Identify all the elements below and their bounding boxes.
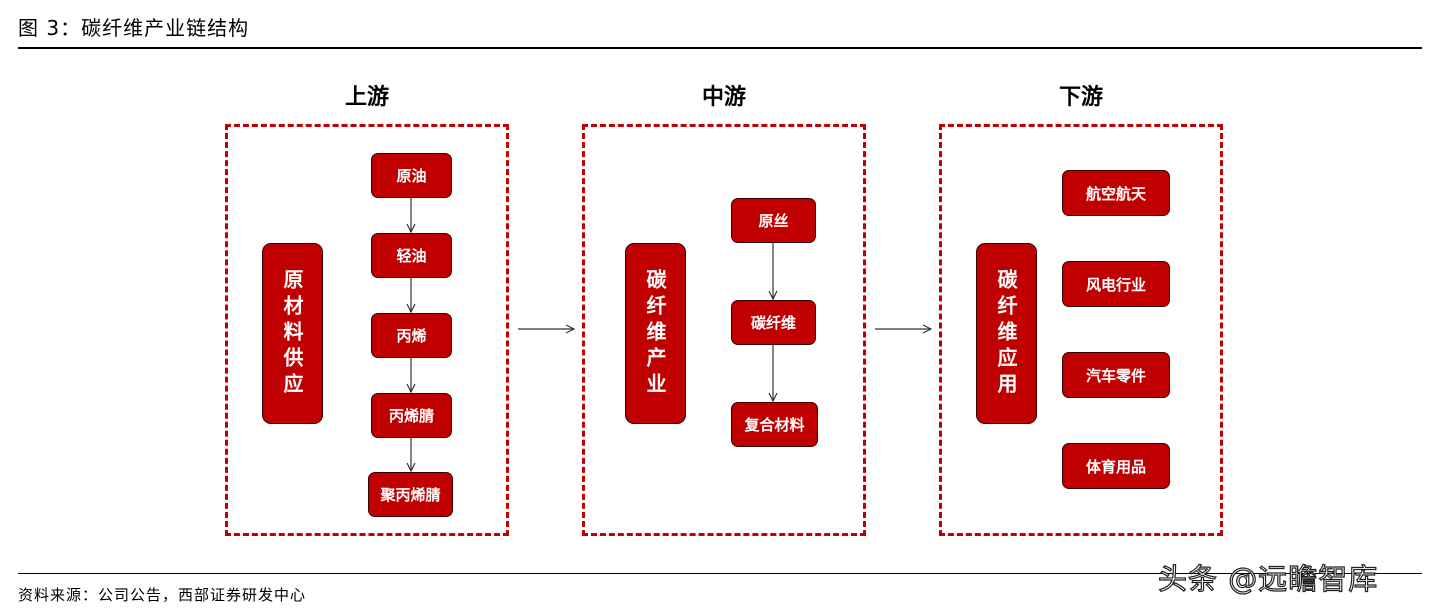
downstream-item-sporting-goods: 体育用品 (1062, 443, 1170, 489)
downstream-panel (939, 124, 1223, 536)
source-note: 资料来源：公司公告，西部证券研发中心 (18, 586, 307, 604)
top-rule (18, 47, 1422, 49)
upstream-item-propylene: 丙烯 (371, 313, 452, 358)
bottom-rule (18, 573, 1422, 574)
midstream-item-precursor: 原丝 (731, 198, 816, 243)
upstream-item-light-oil: 轻油 (371, 233, 452, 278)
downstream-item-wind-power: 风电行业 (1062, 261, 1170, 307)
figure-title: 图 3：碳纤维产业链结构 (18, 16, 250, 40)
watermark: 头条 @远瞻智库 (1157, 561, 1379, 596)
midstream-item-composites: 复合材料 (731, 402, 818, 447)
upstream-panel (225, 124, 509, 536)
midstream-main-box: 碳纤维产业 (625, 243, 686, 424)
downstream-item-auto-parts: 汽车零件 (1062, 352, 1170, 398)
downstream-main-box: 碳纤维应用 (976, 243, 1037, 424)
midstream-title: 中游 (701, 85, 746, 110)
upstream-item-polyacrylonitrile: 聚丙烯腈 (368, 472, 453, 517)
midstream-item-carbon-fiber: 碳纤维 (731, 300, 816, 345)
midstream-panel (582, 124, 866, 536)
downstream-item-aerospace: 航空航天 (1062, 170, 1170, 216)
downstream-title: 下游 (1058, 85, 1103, 110)
upstream-item-acrylonitrile: 丙烯腈 (371, 393, 452, 438)
upstream-item-crude-oil: 原油 (371, 153, 452, 198)
upstream-title: 上游 (344, 85, 389, 110)
upstream-main-box: 原材料供应 (262, 243, 323, 424)
